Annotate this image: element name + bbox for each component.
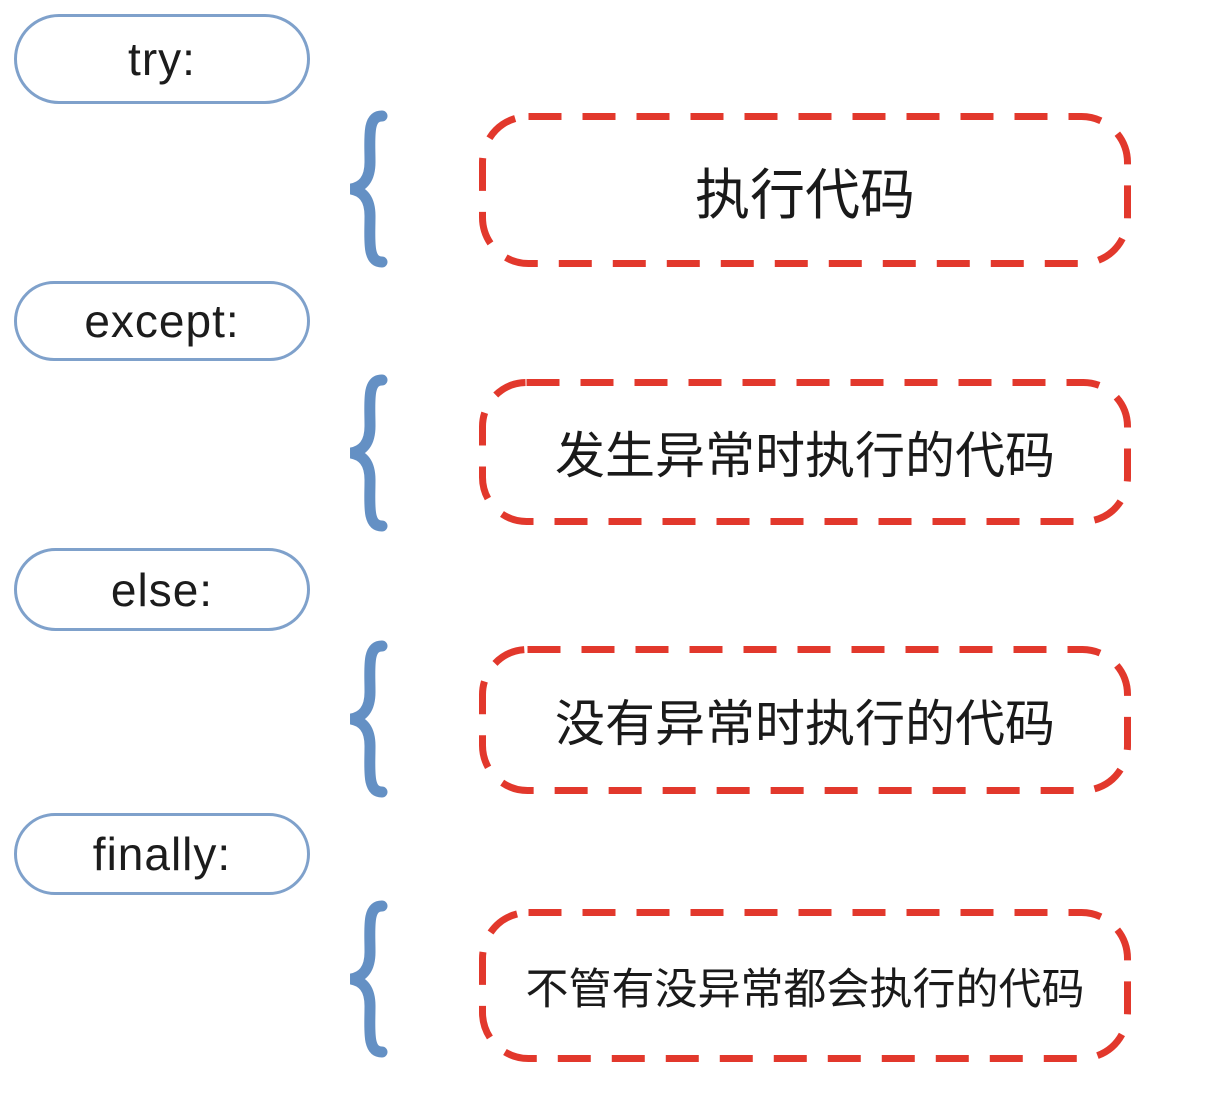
keyword-shape-except: except:: [14, 281, 310, 361]
left-brace-icon-svg: [349, 640, 388, 798]
description-label-try: 执行代码: [694, 164, 915, 226]
left-brace-icon-svg: [349, 900, 388, 1058]
keyword-shape-else: else:: [14, 548, 310, 631]
left-brace-icon: [338, 638, 390, 800]
description-box-else: 没有异常时执行的代码: [478, 645, 1132, 795]
dashed-border: [479, 646, 1131, 794]
left-brace-icon: [338, 108, 390, 270]
dashed-border: [479, 909, 1131, 1062]
keyword-label-finally: finally:: [92, 828, 232, 880]
description-box-except: 发生异常时执行的代码: [478, 378, 1132, 526]
keyword-shape-finally: finally:: [14, 813, 310, 895]
description-box-try: 执行代码: [478, 112, 1132, 268]
description-label-else: 没有异常时执行的代码: [555, 696, 1055, 752]
keyword-label-else: else:: [110, 563, 214, 616]
left-brace-icon: [338, 372, 390, 534]
left-brace-icon-svg: [349, 110, 388, 268]
keyword-label-except: except:: [84, 295, 240, 347]
description-box-finally: 不管有没异常都会执行的代码: [478, 908, 1132, 1063]
left-brace-icon: [338, 898, 390, 1060]
keyword-shape-try: try:: [14, 14, 310, 104]
dashed-border: [479, 379, 1131, 525]
description-label-finally: 不管有没异常都会执行的代码: [525, 965, 1085, 1014]
left-brace-icon-svg: [349, 374, 388, 532]
keyword-label-try: try:: [128, 33, 196, 85]
description-label-except: 发生异常时执行的代码: [555, 428, 1055, 484]
dashed-border: [479, 113, 1131, 267]
